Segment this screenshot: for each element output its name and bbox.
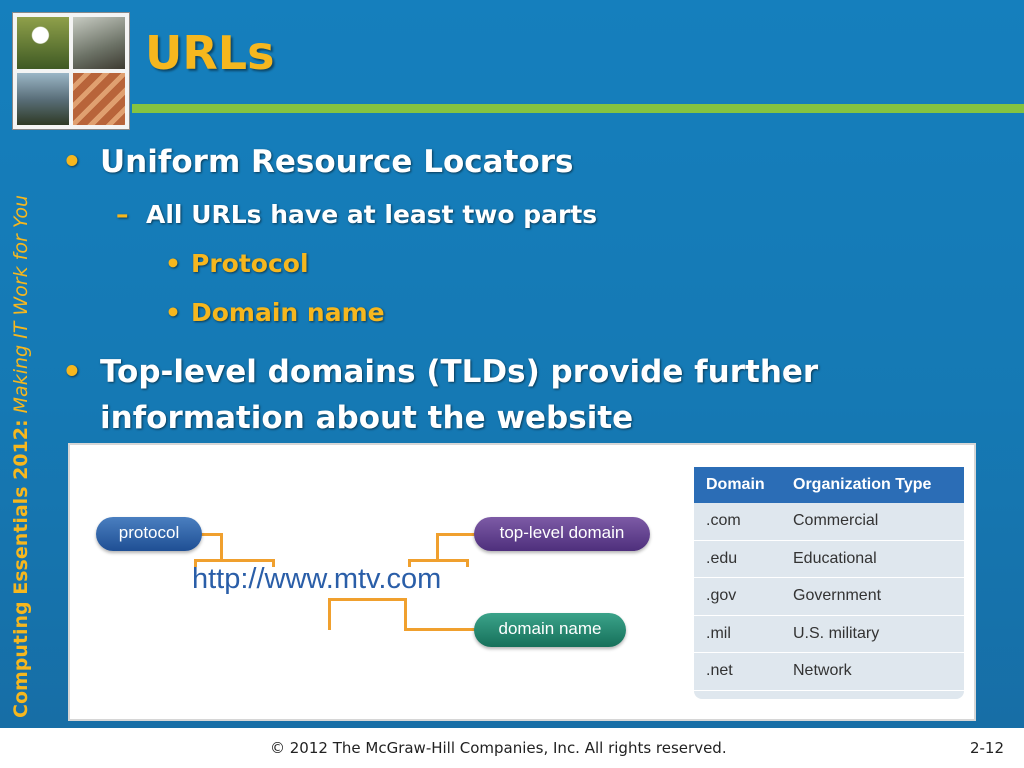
connector-line — [408, 559, 411, 567]
example-url: http://www.mtv.com — [192, 563, 442, 595]
table-cell-type: Government — [793, 587, 882, 604]
url-diagram-figure: protocol top-level domain domain name ht… — [68, 443, 976, 721]
golf-ball-photo — [17, 17, 69, 69]
table-cell-domain: .edu — [706, 549, 738, 567]
table-cell-domain: .mil — [706, 624, 731, 642]
bullet-text: Top-level domains (TLDs) provide further… — [100, 354, 819, 436]
bullet-dot-icon: • — [62, 144, 82, 180]
table-row: .mil U.S. military — [694, 616, 964, 653]
bullet-dot-icon: • — [165, 249, 181, 278]
beach-person-photo — [73, 17, 125, 69]
table-cell-domain: .com — [706, 512, 741, 529]
table-row: .net Network — [694, 653, 964, 691]
collage-logo — [12, 12, 130, 130]
table-cell-domain: .net — [706, 662, 733, 679]
top-level-domain-label: top-level domain — [474, 517, 650, 551]
tld-table: Domain Organization Type .com Commercial… — [694, 467, 964, 699]
table-cell-domain: .gov — [706, 587, 737, 604]
table-header-domain: Domain — [706, 476, 765, 493]
bullet-dot-icon: • — [62, 354, 82, 390]
slide: URLs Computing Essentials 2012: Making I… — [0, 0, 1024, 728]
tile-texture-photo — [73, 73, 125, 125]
landscape-photo — [17, 73, 69, 125]
side-book-title-bold: Computing Essentials 2012: — [10, 419, 32, 718]
connector-line — [194, 559, 274, 562]
table-cell-type: Commercial — [793, 512, 879, 529]
protocol-label: protocol — [96, 517, 202, 551]
connector-line — [328, 598, 331, 606]
table-row: .edu Educational — [694, 541, 964, 578]
footer: © 2012 The McGraw-Hill Companies, Inc. A… — [0, 728, 1024, 768]
connector-line — [328, 598, 407, 601]
connector-line — [436, 533, 476, 536]
connector-line — [220, 533, 223, 561]
side-book-title: Computing Essentials 2012: Making IT Wor… — [4, 158, 38, 718]
slide-title: URLs — [145, 26, 275, 80]
table-row: .com Commercial — [694, 503, 964, 541]
side-book-title-italic: Making IT Work for You — [10, 195, 32, 414]
copyright-text: © 2012 The McGraw-Hill Companies, Inc. A… — [270, 739, 727, 757]
connector-line — [436, 533, 439, 561]
domain-name-label: domain name — [474, 613, 626, 647]
subsubbullet-text: Domain name — [191, 298, 385, 327]
title-rule — [132, 104, 1024, 113]
connector-line — [404, 628, 476, 631]
connector-line — [466, 559, 469, 567]
connector-line — [194, 559, 197, 567]
connector-line — [194, 533, 222, 536]
bullet-text: Uniform Resource Locators — [100, 144, 574, 180]
subsubbullet-text: Protocol — [191, 249, 309, 278]
table-cell-type: Network — [793, 662, 852, 679]
table-header-row: Domain Organization Type — [694, 467, 964, 503]
subbullet-text: All URLs have at least two parts — [146, 200, 598, 229]
table-cell-type: Educational — [793, 549, 877, 567]
bullet-dot-icon: • — [165, 298, 181, 327]
table-cell-type: U.S. military — [793, 624, 880, 642]
table-header-organization-type: Organization Type — [793, 476, 932, 493]
connector-line — [328, 598, 331, 630]
page-number: 2-12 — [969, 739, 1004, 757]
connector-line — [404, 598, 407, 630]
connector-line — [272, 559, 275, 567]
table-row: .gov Government — [694, 578, 964, 616]
dash-icon: – — [116, 200, 129, 229]
